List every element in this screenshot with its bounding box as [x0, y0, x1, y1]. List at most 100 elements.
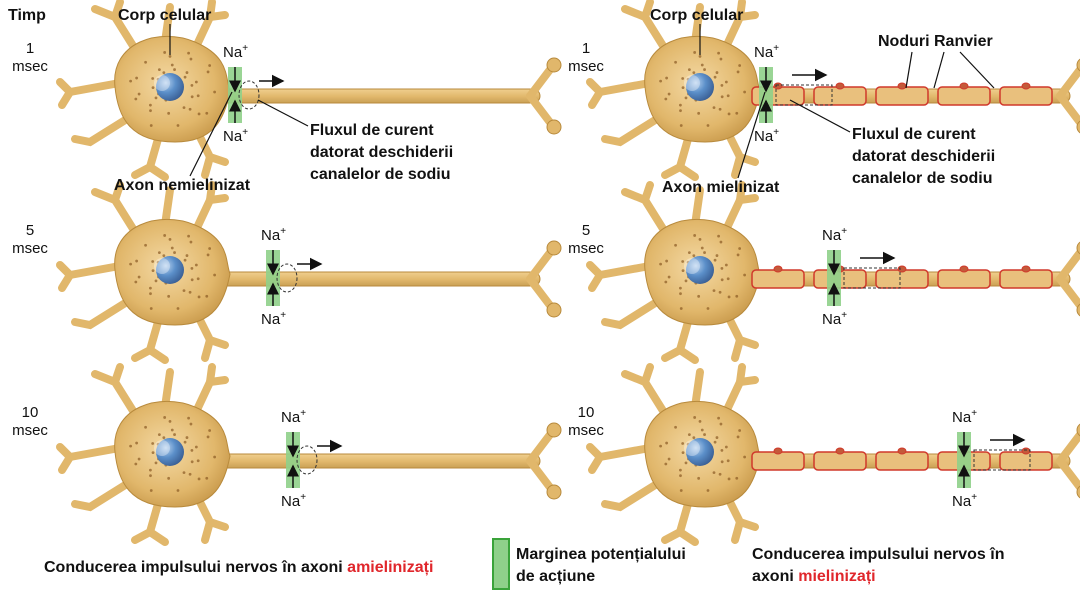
- axon-terminal-bulb: [1076, 485, 1080, 499]
- axon-terminal-bulb: [546, 119, 562, 135]
- nucleus-highlight: [154, 440, 170, 456]
- legend-swatch: [492, 538, 510, 590]
- sodium-ion-label: Na+: [223, 43, 248, 62]
- cytoplasm-granule: [718, 107, 722, 111]
- cytoplasm-granule: [743, 90, 747, 94]
- schwann-nucleus: [773, 265, 783, 273]
- schwann-nucleus: [773, 447, 783, 455]
- cytoplasm-granule: [173, 433, 176, 436]
- cytoplasm-granule: [724, 445, 728, 449]
- current-flow-region: [276, 263, 298, 293]
- axon-terminal-branch: [1056, 246, 1080, 283]
- dendrite: [601, 478, 664, 512]
- legend-label: Marginea potențialului de acțiune: [516, 544, 686, 588]
- cytoplasm-granule: [726, 459, 730, 463]
- cytoplasm-granule: [137, 275, 141, 279]
- cytoplasm-granule: [188, 107, 192, 111]
- sodium-ion-label: Na+: [952, 492, 977, 511]
- axon-terminal-branch: [526, 457, 556, 494]
- cytoplasm-granule: [144, 243, 147, 247]
- right-cell-body-label: Corp celular: [650, 7, 744, 24]
- cytoplasm-granule: [713, 75, 717, 79]
- cytoplasm-granule: [196, 277, 200, 281]
- sodium-charge: +: [300, 408, 307, 419]
- cytoplasm-granule: [712, 289, 716, 293]
- cytoplasm-granule: [190, 266, 194, 270]
- cytoplasm-granule: [208, 429, 212, 432]
- cytoplasm-granule: [715, 436, 719, 439]
- time-axis-label: Timp: [8, 7, 46, 24]
- cytoplasm-granule: [713, 440, 717, 444]
- dendrite: [641, 181, 654, 204]
- cytoplasm-granule: [697, 111, 701, 115]
- cytoplasm-granule: [137, 92, 141, 96]
- cytoplasm-granule: [151, 451, 155, 455]
- axon-terminal-branch: [1056, 428, 1080, 465]
- sodium-ion-label: Na+: [952, 408, 977, 427]
- time-unit: msec: [568, 240, 604, 257]
- time-value: 10: [577, 404, 595, 421]
- cytoplasm-granule: [162, 436, 166, 440]
- schwann-nucleus: [773, 82, 783, 90]
- cytoplasm-granule: [687, 68, 691, 72]
- axon-terminal-branch: [1056, 457, 1080, 494]
- cytoplasm-granule: [727, 295, 731, 299]
- axon-terminal-bulb: [546, 240, 562, 256]
- cytoplasm-granule: [664, 97, 668, 101]
- cytoplasm-granule: [144, 425, 147, 429]
- nucleus: [686, 73, 714, 101]
- axon-terminal-branch: [1056, 63, 1080, 100]
- cytoplasm-granule: [149, 103, 152, 107]
- cytoplasm-granule: [720, 266, 724, 270]
- cytoplasm-granule: [717, 51, 720, 55]
- schwann-nucleus: [1021, 265, 1031, 273]
- time-unit: msec: [568, 58, 604, 75]
- cytoplasm-granule: [726, 94, 730, 98]
- cytoplasm-granule: [679, 468, 682, 472]
- caption-unmyelinated: Conducerea impulsului nervos în axoni am…: [44, 558, 433, 577]
- cytoplasm-granule: [679, 109, 682, 113]
- cytoplasm-granule: [681, 442, 685, 445]
- myelinated-neuron: [586, 181, 1080, 364]
- cytoplasm-granule: [687, 433, 691, 437]
- cytoplasm-granule: [188, 472, 192, 476]
- nucleus: [156, 256, 184, 284]
- label-pointer-line: [737, 91, 766, 179]
- cytoplasm-granule: [715, 71, 719, 74]
- caption-unmyelinated-highlight: amielinizați: [347, 559, 434, 576]
- sodium-charge: +: [242, 43, 249, 54]
- nucleus: [156, 438, 184, 466]
- cytoplasm-granule: [168, 420, 172, 423]
- dendrite: [206, 0, 216, 21]
- left-flux-line-1: Fluxul de curent: [310, 122, 434, 139]
- cytoplasm-granule: [684, 279, 688, 283]
- axon-terminal-branch: [526, 63, 556, 100]
- cytoplasm-granule: [196, 94, 200, 98]
- sodium-ion-label: Na+: [281, 408, 306, 427]
- time-unit: msec: [12, 240, 48, 257]
- sodium-ion-label: Na+: [754, 127, 779, 146]
- axon-terminal-bulb: [1076, 120, 1080, 134]
- cytoplasm-granule: [182, 471, 186, 475]
- dendrite: [58, 271, 74, 292]
- cytoplasm-granule: [157, 433, 161, 437]
- dendrite: [146, 528, 169, 546]
- cytoplasm-granule: [189, 240, 193, 244]
- cytoplasm-granule: [664, 280, 668, 284]
- cytoplasm-granule: [137, 457, 141, 461]
- cytoplasm-granule: [162, 71, 166, 75]
- dendrite: [206, 363, 216, 386]
- sodium-charge: +: [971, 408, 978, 419]
- cytoplasm-granule: [194, 80, 198, 84]
- sodium-charge: +: [841, 310, 848, 321]
- cytoplasm-granule: [692, 254, 696, 258]
- cytoplasm-granule: [129, 262, 133, 266]
- myelin-sheath: [999, 269, 1053, 289]
- cytoplasm-granule: [213, 455, 217, 459]
- sodium-symbol: Na: [281, 409, 301, 426]
- cytoplasm-granule: [182, 289, 186, 293]
- sodium-charge: +: [773, 43, 780, 54]
- unmyelinated-neuron: [56, 0, 562, 181]
- dendrite: [71, 296, 134, 330]
- myelinated-neuron: [586, 363, 1080, 546]
